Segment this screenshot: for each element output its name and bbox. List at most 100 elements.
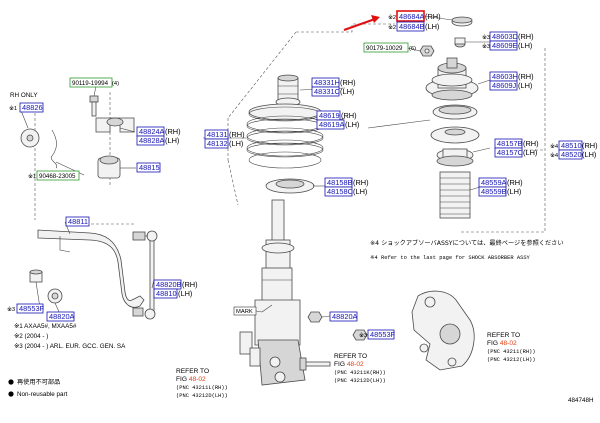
figure-id: 484748H xyxy=(568,397,594,404)
svg-text:48603H: 48603H xyxy=(492,72,518,81)
svg-text:90179-10029: 90179-10029 xyxy=(366,45,403,52)
svg-text:(PNC 43212(LH)): (PNC 43212(LH)) xyxy=(487,357,536,363)
svg-text:48520: 48520 xyxy=(561,150,582,159)
label-48826[interactable]: ※1 48826 xyxy=(9,102,44,113)
label-48331C[interactable]: 48331C (LH) xyxy=(311,86,354,97)
bolt-label-90119[interactable]: 90119-19994 (4) xyxy=(69,77,119,88)
label-48603D[interactable]: ※3 48603D (RH) xyxy=(482,31,534,42)
clip-48826 xyxy=(20,128,58,169)
svg-text:48510: 48510 xyxy=(561,141,582,150)
svg-text:48820A: 48820A xyxy=(332,312,358,321)
label-48553F-left[interactable]: ※3 48553F xyxy=(7,303,45,314)
svg-text:48157B: 48157B xyxy=(497,139,523,148)
svg-text:48684B: 48684B xyxy=(399,22,425,31)
svg-text:※3: ※3 xyxy=(482,34,490,41)
svg-text:FIG 48-02: FIG 48-02 xyxy=(334,361,364,368)
svg-text:48559B: 48559B xyxy=(481,187,507,196)
label-48811[interactable]: 48811 xyxy=(65,216,90,227)
label-48684A[interactable]: ※2 48684A (RH) xyxy=(388,10,441,22)
bracket-48824 xyxy=(95,117,135,133)
svg-text:※2: ※2 xyxy=(388,14,396,21)
label-48132[interactable]: 48132 (LH) xyxy=(204,138,243,149)
svg-text:(RH): (RH) xyxy=(229,130,245,139)
refer-to-middle[interactable]: REFER TO FIG 48-02 (PNC 43211K(RH)) (PNC… xyxy=(334,353,386,384)
label-48619A[interactable]: 48619A (LH) xyxy=(316,119,359,130)
refer-to-right[interactable]: REFER TO FIG 48-02 (PNC 43211(RH)) (PNC … xyxy=(487,332,536,363)
label-48820B[interactable]: 48820B (RH) xyxy=(153,279,198,290)
highlight-arrow xyxy=(343,15,380,32)
label-48820A-center[interactable]: 48820A xyxy=(329,311,358,322)
svg-text:48553F: 48553F xyxy=(370,330,396,339)
small-nut-90179 xyxy=(419,45,435,57)
svg-text:(PNC 43212D(LH)): (PNC 43212D(LH)) xyxy=(176,393,228,399)
svg-text:※3: ※3 xyxy=(359,332,367,339)
svg-text:48609E: 48609E xyxy=(492,41,518,50)
rh-only-label: RH ONLY xyxy=(10,92,38,99)
shock-absorber-note: ※4 ショックアブソーバASSYについては、最終ページを参照ください ※4 Re… xyxy=(370,239,564,261)
bushing-48820A-left xyxy=(47,288,63,304)
svg-text:48824A: 48824A xyxy=(139,127,165,136)
svg-text:RH ONLY: RH ONLY xyxy=(10,92,38,99)
svg-text:(RH): (RH) xyxy=(523,139,539,148)
label-48684B[interactable]: ※2 48684B (LH) xyxy=(388,21,439,32)
svg-text:48553F: 48553F xyxy=(19,304,45,313)
svg-text:(LH): (LH) xyxy=(340,87,354,96)
svg-text:(LH): (LH) xyxy=(178,289,192,298)
svg-text:(RH): (RH) xyxy=(507,178,523,187)
bearing-48619 xyxy=(432,104,478,120)
label-48603H[interactable]: 48603H (RH) xyxy=(489,71,534,82)
label-48609J[interactable]: 48609J (LH) xyxy=(489,80,532,91)
spring-seat-upper xyxy=(430,126,480,144)
svg-text:48826: 48826 xyxy=(22,103,43,112)
label-48510[interactable]: ※4 48510 (RH) xyxy=(550,140,598,151)
svg-text:(RH): (RH) xyxy=(165,127,181,136)
hose-bracket xyxy=(239,331,261,367)
label-48131[interactable]: 48131 (RH) xyxy=(204,129,245,140)
label-48824A[interactable]: 48824A (RH) xyxy=(136,126,181,137)
svg-text:※1: ※1 xyxy=(28,173,36,180)
svg-text:(LH): (LH) xyxy=(425,22,439,31)
svg-text:(PNC 43211L(RH)): (PNC 43211L(RH)) xyxy=(176,385,228,391)
svg-text:(RH): (RH) xyxy=(518,72,534,81)
label-48559A[interactable]: 48559A (RH) xyxy=(478,177,523,188)
svg-text:48619A: 48619A xyxy=(319,120,345,129)
nut-48603 xyxy=(454,37,466,48)
svg-text:(PNC 43211K(RH)): (PNC 43211K(RH)) xyxy=(334,370,386,376)
label-48158B[interactable]: 48158B (RH) xyxy=(324,177,369,188)
label-48520[interactable]: ※4 48520 (LH) xyxy=(550,149,596,160)
label-48553F-center[interactable]: ※3 48553F xyxy=(359,329,396,340)
svg-text:(LH): (LH) xyxy=(229,139,243,148)
label-48158C[interactable]: 48158C (LH) xyxy=(324,186,367,197)
svg-text:48619: 48619 xyxy=(319,111,340,120)
label-48828A[interactable]: 48828A (LH) xyxy=(136,135,179,146)
svg-text:(RH): (RH) xyxy=(582,141,598,150)
svg-text:48158C: 48158C xyxy=(327,187,354,196)
svg-text:48157C: 48157C xyxy=(497,148,524,157)
label-48810[interactable]: 48810 (LH) xyxy=(153,288,192,299)
label-48609E[interactable]: ※3 48609E (LH) xyxy=(482,40,532,51)
svg-text:(LH): (LH) xyxy=(518,41,532,50)
label-48157B[interactable]: 48157B (RH) xyxy=(494,138,539,149)
svg-text:※3: ※3 xyxy=(482,43,490,50)
label-48157C[interactable]: 48157C (LH) xyxy=(494,147,537,158)
bolt-label-90179[interactable]: 90179-10029 (6) xyxy=(363,42,416,53)
svg-text:※4: ※4 xyxy=(550,143,559,150)
label-48815[interactable]: 48815 xyxy=(136,162,161,173)
svg-text:(RH): (RH) xyxy=(425,12,441,21)
label-48820A-left[interactable]: 48820A xyxy=(46,311,75,322)
label-48331H[interactable]: 48331H (RH) xyxy=(311,77,356,88)
cap-48684 xyxy=(451,16,473,27)
svg-text:(6): (6) xyxy=(409,46,416,52)
nut-48820A-center xyxy=(307,311,323,323)
bolt-90119 xyxy=(89,95,99,117)
label-48559B[interactable]: 48559B (LH) xyxy=(478,186,521,197)
nut-48553F-center xyxy=(352,329,368,341)
svg-text:FIG 48-02: FIG 48-02 xyxy=(176,376,206,383)
label-48619[interactable]: 48619 (RH) xyxy=(316,110,357,121)
leader-lines xyxy=(19,15,491,335)
bolt-label-90468[interactable]: ※1 90468-23005 xyxy=(28,170,80,181)
mark-arrow xyxy=(261,304,273,313)
refer-to-left[interactable]: REFER TO FIG 48-02 (PNC 43211L(RH)) (PNC… xyxy=(176,368,228,399)
svg-text:48828A: 48828A xyxy=(139,136,165,145)
